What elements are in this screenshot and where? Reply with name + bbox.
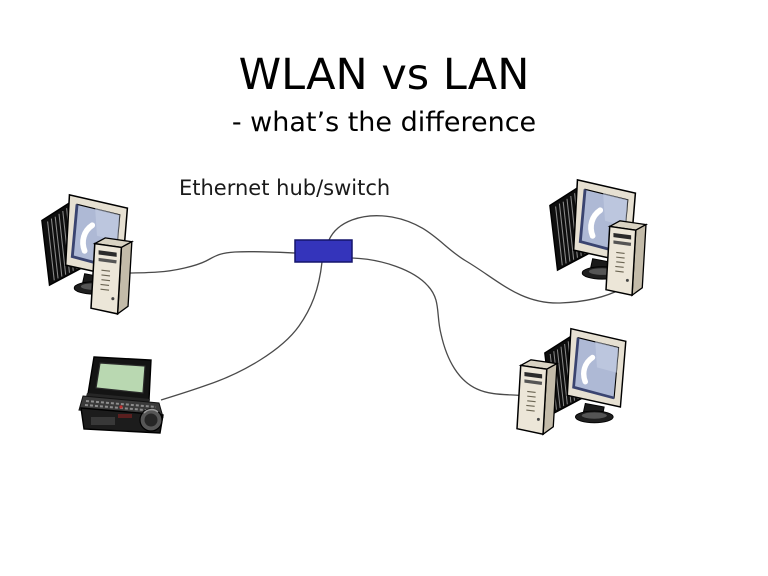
- laptop-icon: [78, 356, 164, 434]
- slide-subtitle: - what’s the difference: [231, 107, 537, 138]
- cable-hub-to-desktop-top-left: [121, 250, 296, 274]
- hub-label: Ethernet hub/switch: [179, 176, 391, 200]
- cable-hub-to-laptop: [160, 261, 323, 401]
- desktop-computer-bottom-right-icon: [516, 329, 626, 436]
- cable-hub-to-desktop-top-right: [328, 215, 622, 304]
- desktop-computer-top-right-icon: [550, 180, 647, 297]
- cable-hub-to-desktop-bottom-right: [351, 257, 527, 397]
- cables: [121, 215, 622, 401]
- desktop-computer-top-left-icon: [42, 195, 133, 315]
- slide-title: WLAN vs LAN: [238, 50, 530, 100]
- ethernet-hub-box: [294, 239, 353, 263]
